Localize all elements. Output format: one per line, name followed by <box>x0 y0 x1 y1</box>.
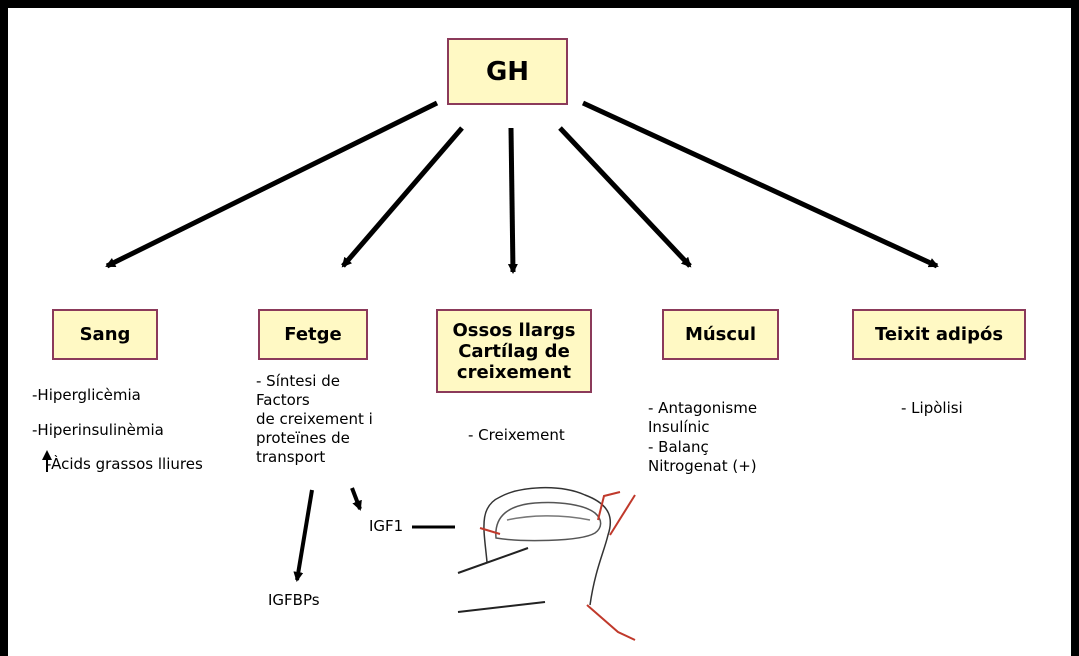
sang-box: Sang <box>52 309 158 360</box>
muscul-box: Múscul <box>662 309 779 360</box>
sang-effect-2: -Hiperinsulinèmia <box>32 421 164 440</box>
arrow-gh-to-ossos <box>511 128 513 272</box>
ossos-effect-1: - Creixement <box>468 426 565 445</box>
ossos-box: Ossos llargs Cartílag de creixement <box>436 309 592 393</box>
bone-illustration <box>455 480 635 640</box>
gh-label: GH <box>486 57 529 87</box>
adipos-effect-1: - Lipòlisi <box>901 399 963 418</box>
arrow-gh-to-muscul <box>560 128 690 266</box>
gh-box: GH <box>447 38 568 105</box>
arrow-fetge-to-igf1 <box>352 488 360 509</box>
fetge-effect-1: - Síntesi de Factors de creixement i pro… <box>256 372 373 467</box>
arrow-gh-to-fetge <box>343 128 462 266</box>
arrow-gh-to-adipos <box>583 103 937 266</box>
adipos-label: Teixit adipós <box>875 324 1003 345</box>
muscul-label: Múscul <box>685 324 756 345</box>
arrow-fetge-to-igfbps <box>297 490 312 580</box>
ossos-label: Ossos llargs Cartílag de creixement <box>452 320 575 383</box>
fetge-label: Fetge <box>284 324 341 345</box>
fetge-box: Fetge <box>258 309 368 360</box>
arrow-gh-to-sang <box>107 103 437 266</box>
igfbps-label: IGFBPs <box>268 591 320 610</box>
igf1-label: IGF1 <box>369 517 403 536</box>
adipos-box: Teixit adipós <box>852 309 1026 360</box>
muscul-effect-2: - Balanç Nitrogenat (+) <box>648 438 757 476</box>
sang-effect-1: -Hiperglicèmia <box>32 386 141 405</box>
sang-effect-3: -Àcids grassos lliures <box>46 455 203 474</box>
sang-label: Sang <box>80 324 131 345</box>
muscul-effect-1: - Antagonisme Insulínic <box>648 399 757 437</box>
